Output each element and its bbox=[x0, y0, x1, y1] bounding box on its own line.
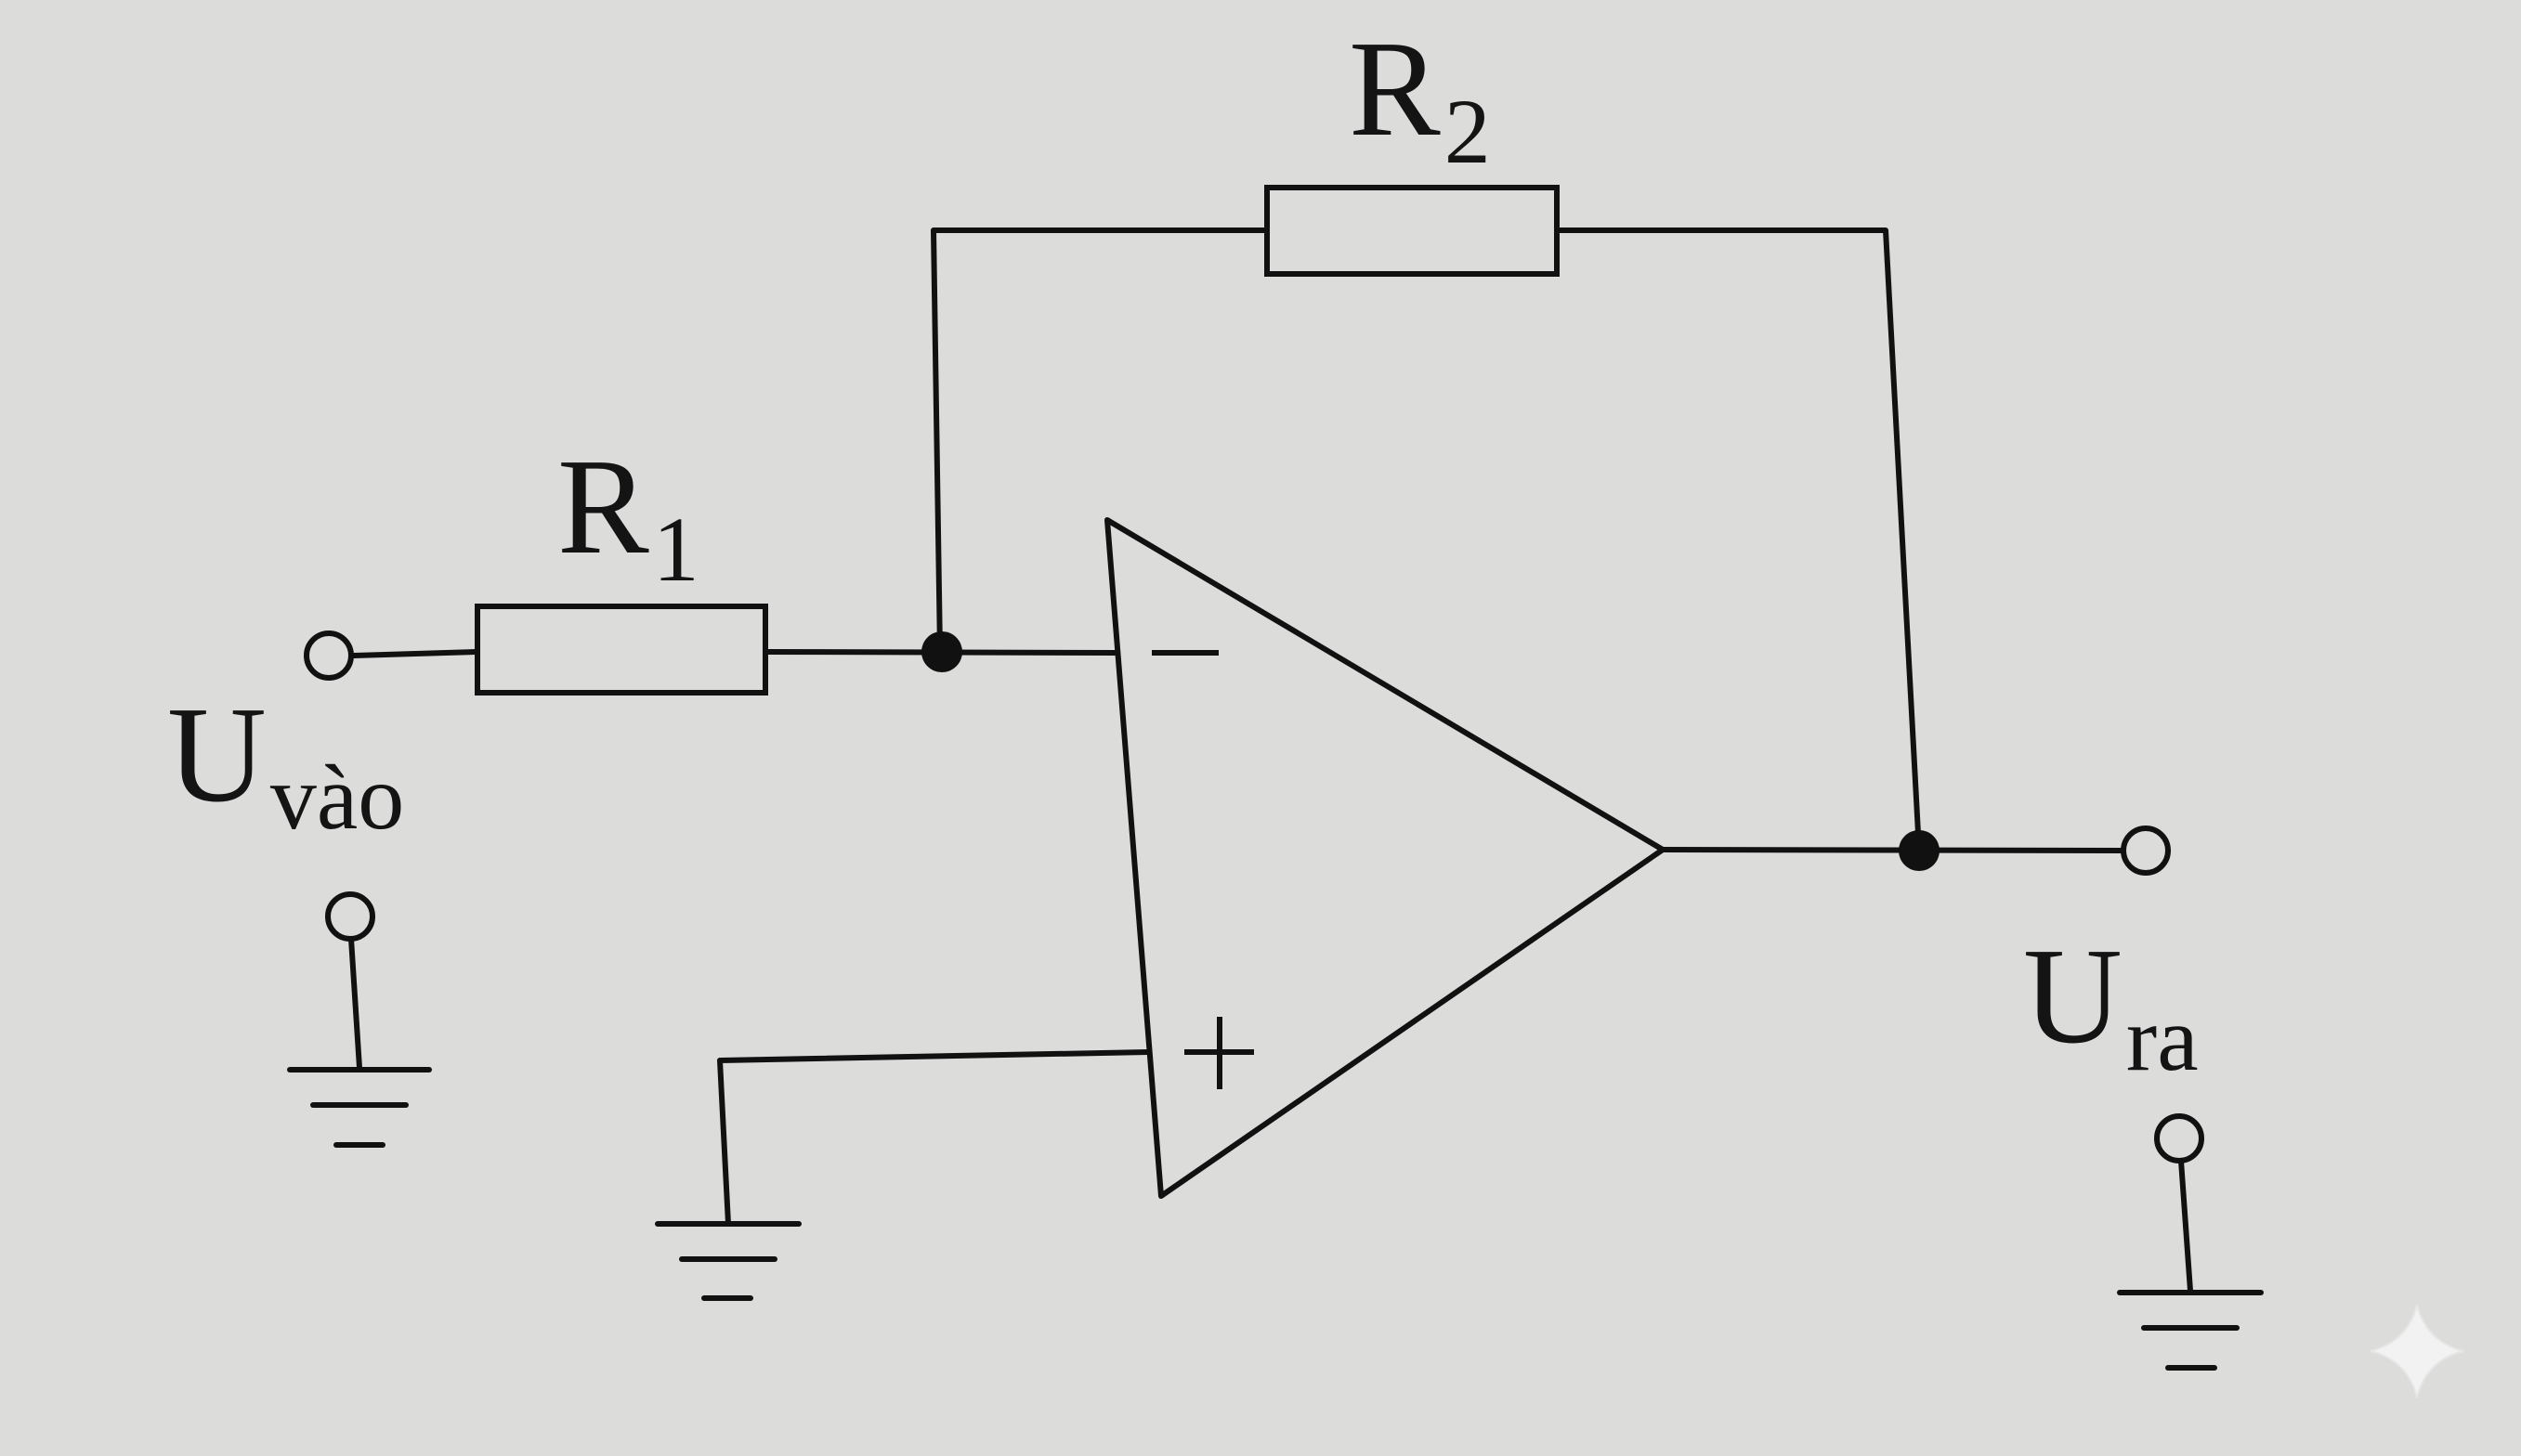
feedback-path bbox=[931, 185, 1922, 853]
ground-symbol bbox=[655, 1221, 802, 1301]
input-terminal bbox=[304, 630, 354, 681]
input-wire bbox=[350, 649, 478, 658]
output-reference-ground bbox=[2117, 1113, 2264, 1371]
input-path bbox=[304, 604, 1117, 696]
ground-symbol bbox=[287, 1067, 432, 1148]
resistor-r1 bbox=[475, 604, 768, 696]
input-voltage-label: Uvào bbox=[167, 679, 404, 849]
ground-symbol bbox=[2117, 1290, 2264, 1371]
output-voltage-label: Ura bbox=[2023, 920, 2199, 1090]
feedback-wire-left bbox=[931, 228, 1270, 655]
output-ground-terminal bbox=[2154, 1113, 2204, 1164]
output-terminal bbox=[2121, 826, 2171, 876]
sparkle-icon bbox=[2370, 1304, 2464, 1398]
op-amp bbox=[1104, 517, 1665, 1199]
input-ground-terminal bbox=[325, 891, 375, 942]
resistor-r2 bbox=[1264, 185, 1560, 277]
output-wire bbox=[1660, 847, 2124, 853]
noninverting-ground-path bbox=[655, 1049, 1151, 1301]
r2-label: R2 bbox=[1349, 13, 1491, 183]
op-amp-triangle bbox=[1104, 517, 1665, 1199]
inverting-junction-node bbox=[921, 631, 962, 672]
r1-label: R1 bbox=[557, 431, 699, 601]
noninverting-wire bbox=[717, 1049, 1151, 1227]
noninverting-input-sign bbox=[1184, 1017, 1254, 1089]
input-reference-ground bbox=[287, 891, 432, 1148]
output-junction-node bbox=[1899, 830, 1940, 871]
output-path bbox=[1660, 826, 2171, 876]
feedback-wire-right bbox=[1554, 228, 1922, 853]
